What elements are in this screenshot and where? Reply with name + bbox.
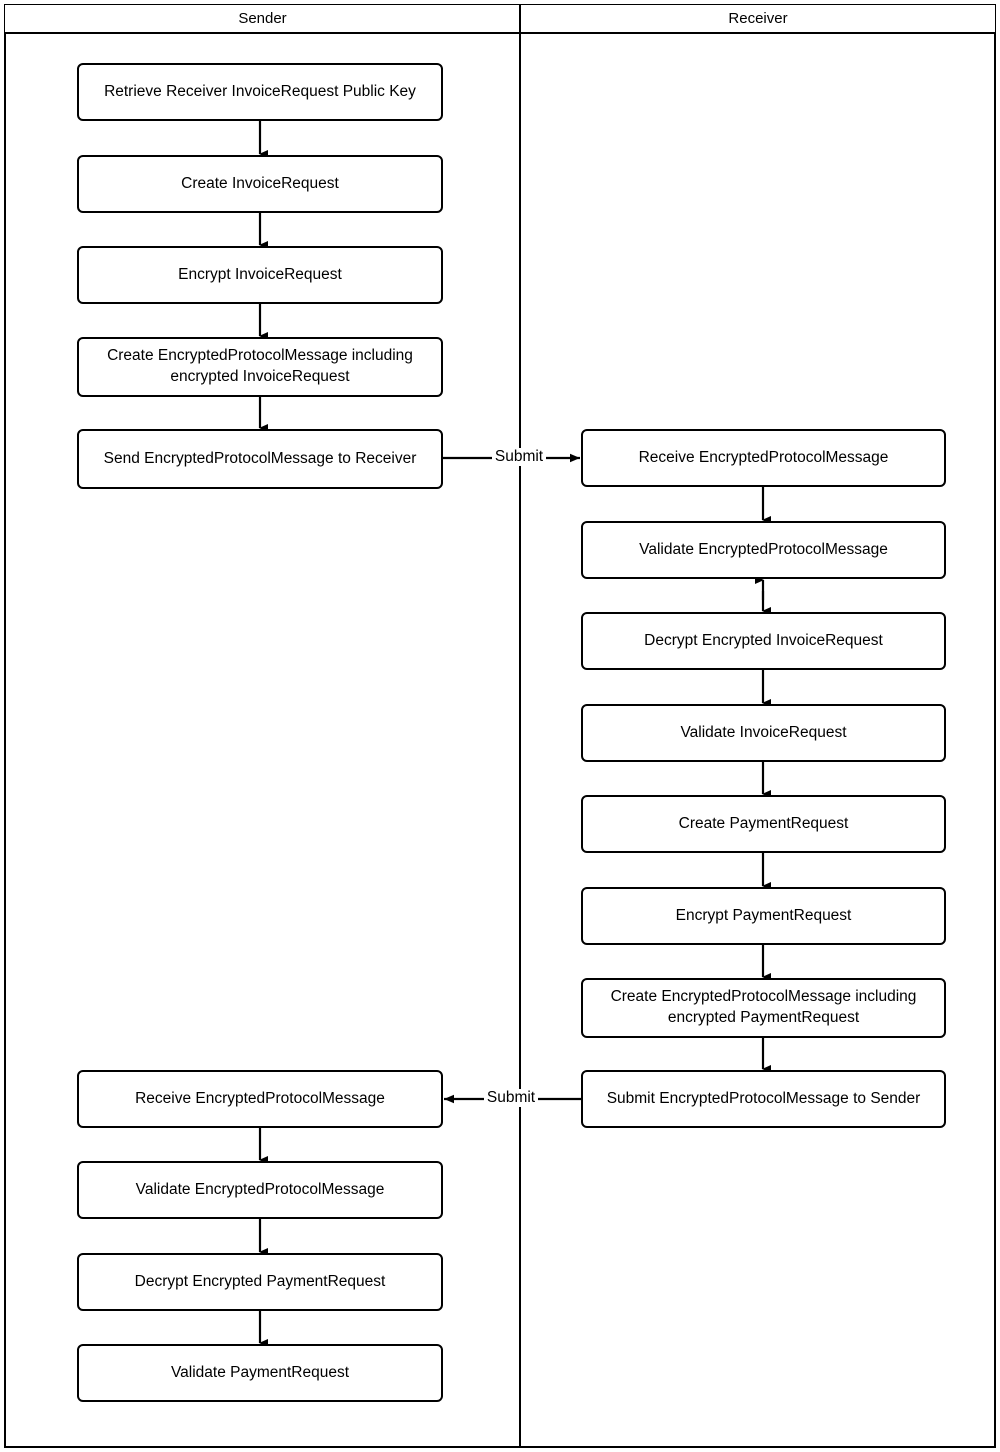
node-decrypt-encrypted-paymentrequest[interactable]: Decrypt Encrypted PaymentRequest <box>77 1253 443 1311</box>
node-submit-encryptedprotocolmessage-to-sender[interactable]: Submit EncryptedProtocolMessage to Sende… <box>581 1070 946 1128</box>
node-create-encryptedprotocolmessage-paymentrequest[interactable]: Create EncryptedProtocolMessage includin… <box>581 978 946 1038</box>
lane-divider <box>519 5 521 1447</box>
node-create-paymentrequest[interactable]: Create PaymentRequest <box>581 795 946 853</box>
edge-label-submit-reverse: Submit <box>484 1089 538 1107</box>
node-create-invoicerequest[interactable]: Create InvoiceRequest <box>77 155 443 213</box>
node-validate-paymentrequest[interactable]: Validate PaymentRequest <box>77 1344 443 1402</box>
node-validate-encryptedprotocolmessage-receiver[interactable]: Validate EncryptedProtocolMessage <box>581 521 946 579</box>
node-send-encryptedprotocolmessage-to-receiver[interactable]: Send EncryptedProtocolMessage to Receive… <box>77 429 443 489</box>
lane-header-sender-label: Sender <box>238 10 287 27</box>
node-receive-encryptedprotocolmessage-sender[interactable]: Receive EncryptedProtocolMessage <box>77 1070 443 1128</box>
edge-label-submit-forward: Submit <box>492 448 546 466</box>
node-receive-encryptedprotocolmessage-receiver[interactable]: Receive EncryptedProtocolMessage <box>581 429 946 487</box>
lane-header-sender: Sender <box>5 5 520 34</box>
node-retrieve-receiver-invoicerequest-public-key[interactable]: Retrieve Receiver InvoiceRequest Public … <box>77 63 443 121</box>
node-validate-invoicerequest[interactable]: Validate InvoiceRequest <box>581 704 946 762</box>
node-encrypt-invoicerequest[interactable]: Encrypt InvoiceRequest <box>77 246 443 304</box>
node-validate-encryptedprotocolmessage-sender[interactable]: Validate EncryptedProtocolMessage <box>77 1161 443 1219</box>
lane-header-receiver-label: Receiver <box>728 10 788 27</box>
lane-header-receiver: Receiver <box>521 5 995 34</box>
node-create-encryptedprotocolmessage-invoicerequest[interactable]: Create EncryptedProtocolMessage includin… <box>77 337 443 397</box>
node-encrypt-paymentrequest[interactable]: Encrypt PaymentRequest <box>581 887 946 945</box>
node-decrypt-encrypted-invoicerequest[interactable]: Decrypt Encrypted InvoiceRequest <box>581 612 946 670</box>
